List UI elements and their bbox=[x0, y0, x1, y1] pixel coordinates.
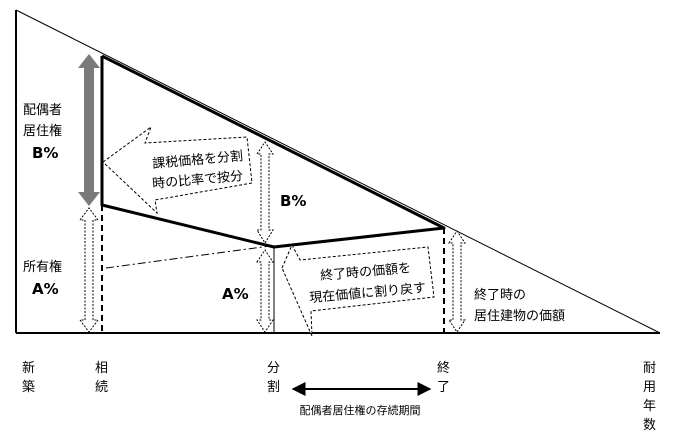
x-label-split-2: 割 bbox=[267, 379, 280, 395]
end-value-line2: 居住建物の価額 bbox=[474, 309, 565, 324]
split-ratio-callout: 課税価格を分割 時の比率で按分 bbox=[102, 125, 253, 215]
x-label-life-1: 耐 bbox=[643, 361, 656, 376]
ratio-guide-line bbox=[105, 245, 271, 269]
ownership-label: 所有権 bbox=[23, 259, 62, 275]
end-value-line1: 終了時の bbox=[474, 287, 526, 303]
x-label-end-2: 了 bbox=[437, 380, 450, 395]
split-ratio-line2: 時の比率で按分 bbox=[152, 168, 244, 192]
spouse-right-boundary bbox=[100, 54, 446, 249]
x-label-life-2: 用 bbox=[643, 380, 656, 395]
center-a-pct: A% bbox=[222, 285, 249, 303]
discount-callout: 終了時の価額を 現在価値に割り戻す bbox=[281, 243, 435, 337]
spouse-right-label-2: 居住権 bbox=[23, 123, 62, 139]
left-a-arrow bbox=[79, 207, 99, 333]
depreciation-line bbox=[15, 9, 661, 334]
x-label-split-1: 分 bbox=[267, 361, 280, 376]
split-ratio-line1: 課税価格を分割 bbox=[152, 148, 244, 172]
ownership-pct: A% bbox=[32, 280, 59, 298]
x-label-life-4: 数 bbox=[643, 418, 656, 433]
x-label-new-1: 新 bbox=[22, 360, 35, 376]
x-label-end-1: 終 bbox=[437, 360, 450, 376]
x-label-new-2: 築 bbox=[22, 380, 35, 395]
center-b-arrow bbox=[256, 141, 274, 244]
end-value-arrow bbox=[448, 230, 466, 333]
spouse-right-label-1: 配偶者 bbox=[23, 103, 62, 118]
x-label-inherit-1: 相 bbox=[95, 361, 108, 376]
center-b-pct: B% bbox=[280, 192, 306, 210]
discount-line1: 終了時の価額を bbox=[320, 260, 412, 284]
spouse-right-pct: B% bbox=[32, 144, 58, 162]
period-label: 配偶者居住権の存続期間 bbox=[300, 403, 421, 417]
x-label-life-3: 年 bbox=[643, 399, 656, 414]
left-b-arrow bbox=[78, 54, 100, 206]
center-a-arrow bbox=[256, 249, 274, 333]
x-label-inherit-2: 続 bbox=[95, 380, 108, 395]
